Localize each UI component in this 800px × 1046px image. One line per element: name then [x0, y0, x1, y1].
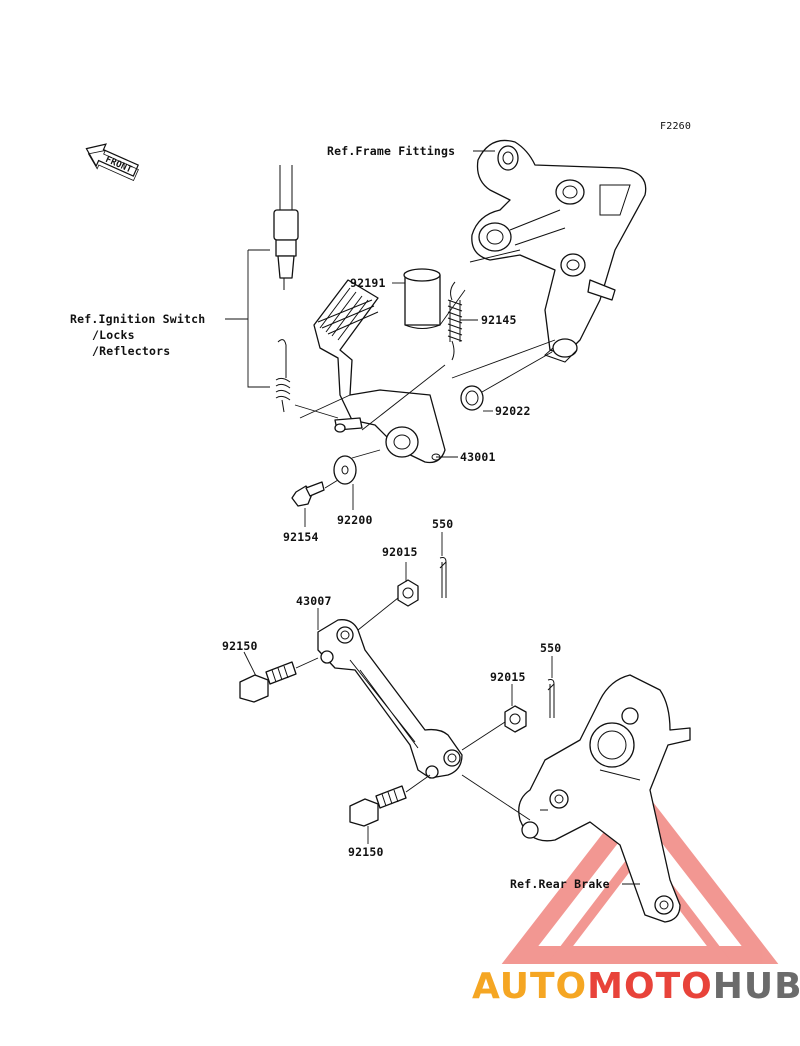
nut-92015-top	[397, 579, 419, 607]
watermark-part-moto: MOTO	[587, 966, 713, 1007]
ref-locks-label: /Locks	[92, 328, 135, 342]
diagram-code: F2260	[660, 121, 691, 132]
frame-bracket	[471, 139, 647, 363]
part-label-550-bottom: 550	[540, 641, 561, 655]
nut-92015-bottom	[504, 705, 527, 733]
cotter-pin-550-bottom	[547, 679, 555, 718]
ref-rear-brake-label: Ref.Rear Brake	[510, 877, 610, 891]
part-label-92015-bottom: 92015	[490, 670, 526, 684]
part-label-92191: 92191	[350, 276, 386, 290]
bolt-92150-bottom	[349, 785, 407, 827]
watermark-logo	[501, 785, 779, 964]
part-label-43001: 43001	[460, 450, 496, 464]
part-label-92154: 92154	[283, 530, 319, 544]
front-arrow-icon: FRONT	[85, 143, 139, 182]
spring-92145	[447, 281, 463, 361]
bolt-92154	[291, 481, 325, 507]
washer-92022	[460, 385, 484, 411]
bolt-92150-top	[239, 661, 297, 703]
rear-brake-bracket	[518, 674, 691, 923]
watermark-part-auto: AUTO	[472, 966, 587, 1007]
part-label-92150-bottom: 92150	[348, 845, 384, 859]
watermark-part-hub: HUB	[713, 966, 800, 1007]
part-label-92145: 92145	[481, 313, 517, 327]
cotter-pin-550-top	[439, 557, 447, 598]
collar-92191	[403, 268, 441, 329]
brake-light-switch	[273, 165, 299, 413]
washer-92200	[333, 455, 357, 485]
ref-ignition-switch-label: Ref.Ignition Switch	[70, 312, 205, 326]
part-label-92200: 92200	[337, 513, 373, 527]
part-label-92022: 92022	[495, 404, 531, 418]
part-label-43007: 43007	[296, 594, 332, 608]
ref-frame-fittings-label: Ref.Frame Fittings	[327, 144, 455, 158]
watermark-text: AUTOMOTOHUB	[472, 966, 800, 1007]
tie-rod-43007	[317, 619, 463, 779]
part-label-550-top: 550	[432, 517, 453, 531]
brake-pedal-43001	[313, 279, 446, 464]
ref-reflectors-label: /Reflectors	[92, 344, 170, 358]
part-label-92150-top: 92150	[222, 639, 258, 653]
part-label-92015-top: 92015	[382, 545, 418, 559]
